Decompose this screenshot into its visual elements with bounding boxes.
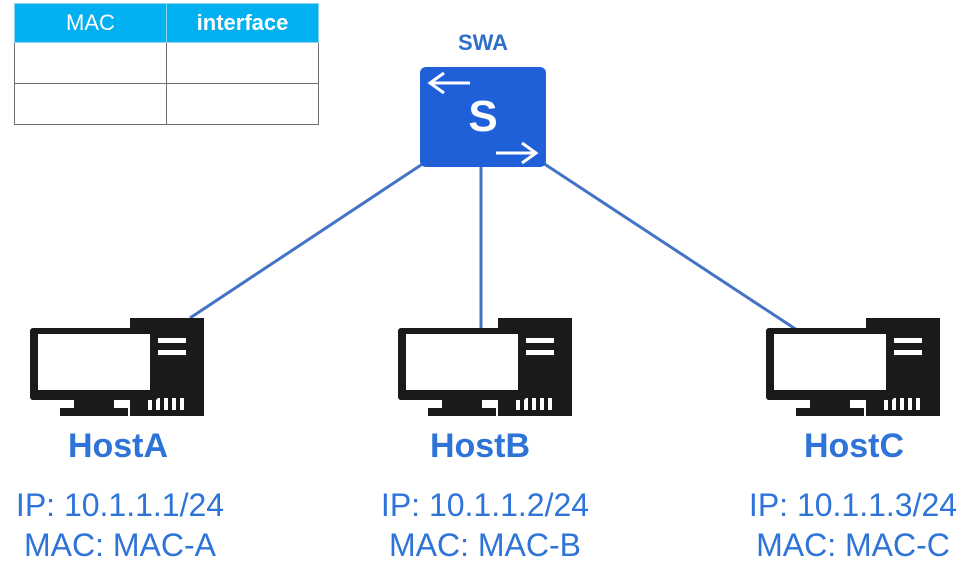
link-hostc — [542, 161, 798, 332]
computer-icon — [30, 318, 204, 416]
interface-cell — [166, 83, 319, 125]
host-a-ip: IP: 10.1.1.1/24 — [15, 487, 225, 523]
table-row — [14, 42, 319, 84]
host-c-ip: IP: 10.1.1.3/24 — [748, 487, 958, 523]
switch-letter: S — [468, 92, 498, 141]
switch-icon: S — [420, 67, 546, 167]
switch-arrows-icon — [427, 71, 539, 165]
mac-column-header: MAC — [14, 3, 167, 43]
host-b-name: HostB — [429, 427, 531, 465]
switch-name: SWA — [457, 30, 509, 55]
computer-icon — [766, 318, 940, 416]
mac-cell — [14, 83, 167, 125]
link-hosta — [189, 161, 425, 320]
host-a-name: HostA — [67, 427, 169, 465]
host-c-mac: MAC: MAC-C — [756, 527, 950, 563]
host-c-name: HostC — [803, 427, 905, 465]
mac-table-header-row: MAC interface — [14, 3, 319, 43]
table-row — [14, 83, 319, 125]
interface-column-header: interface — [166, 3, 319, 43]
host-a-mac: MAC: MAC-A — [24, 527, 216, 563]
computer-icon — [398, 318, 572, 416]
interface-cell — [166, 42, 319, 84]
host-b-ip: IP: 10.1.1.2/24 — [380, 487, 590, 523]
host-b-mac: MAC: MAC-B — [389, 527, 581, 563]
mac-address-table: MAC interface — [14, 3, 319, 125]
